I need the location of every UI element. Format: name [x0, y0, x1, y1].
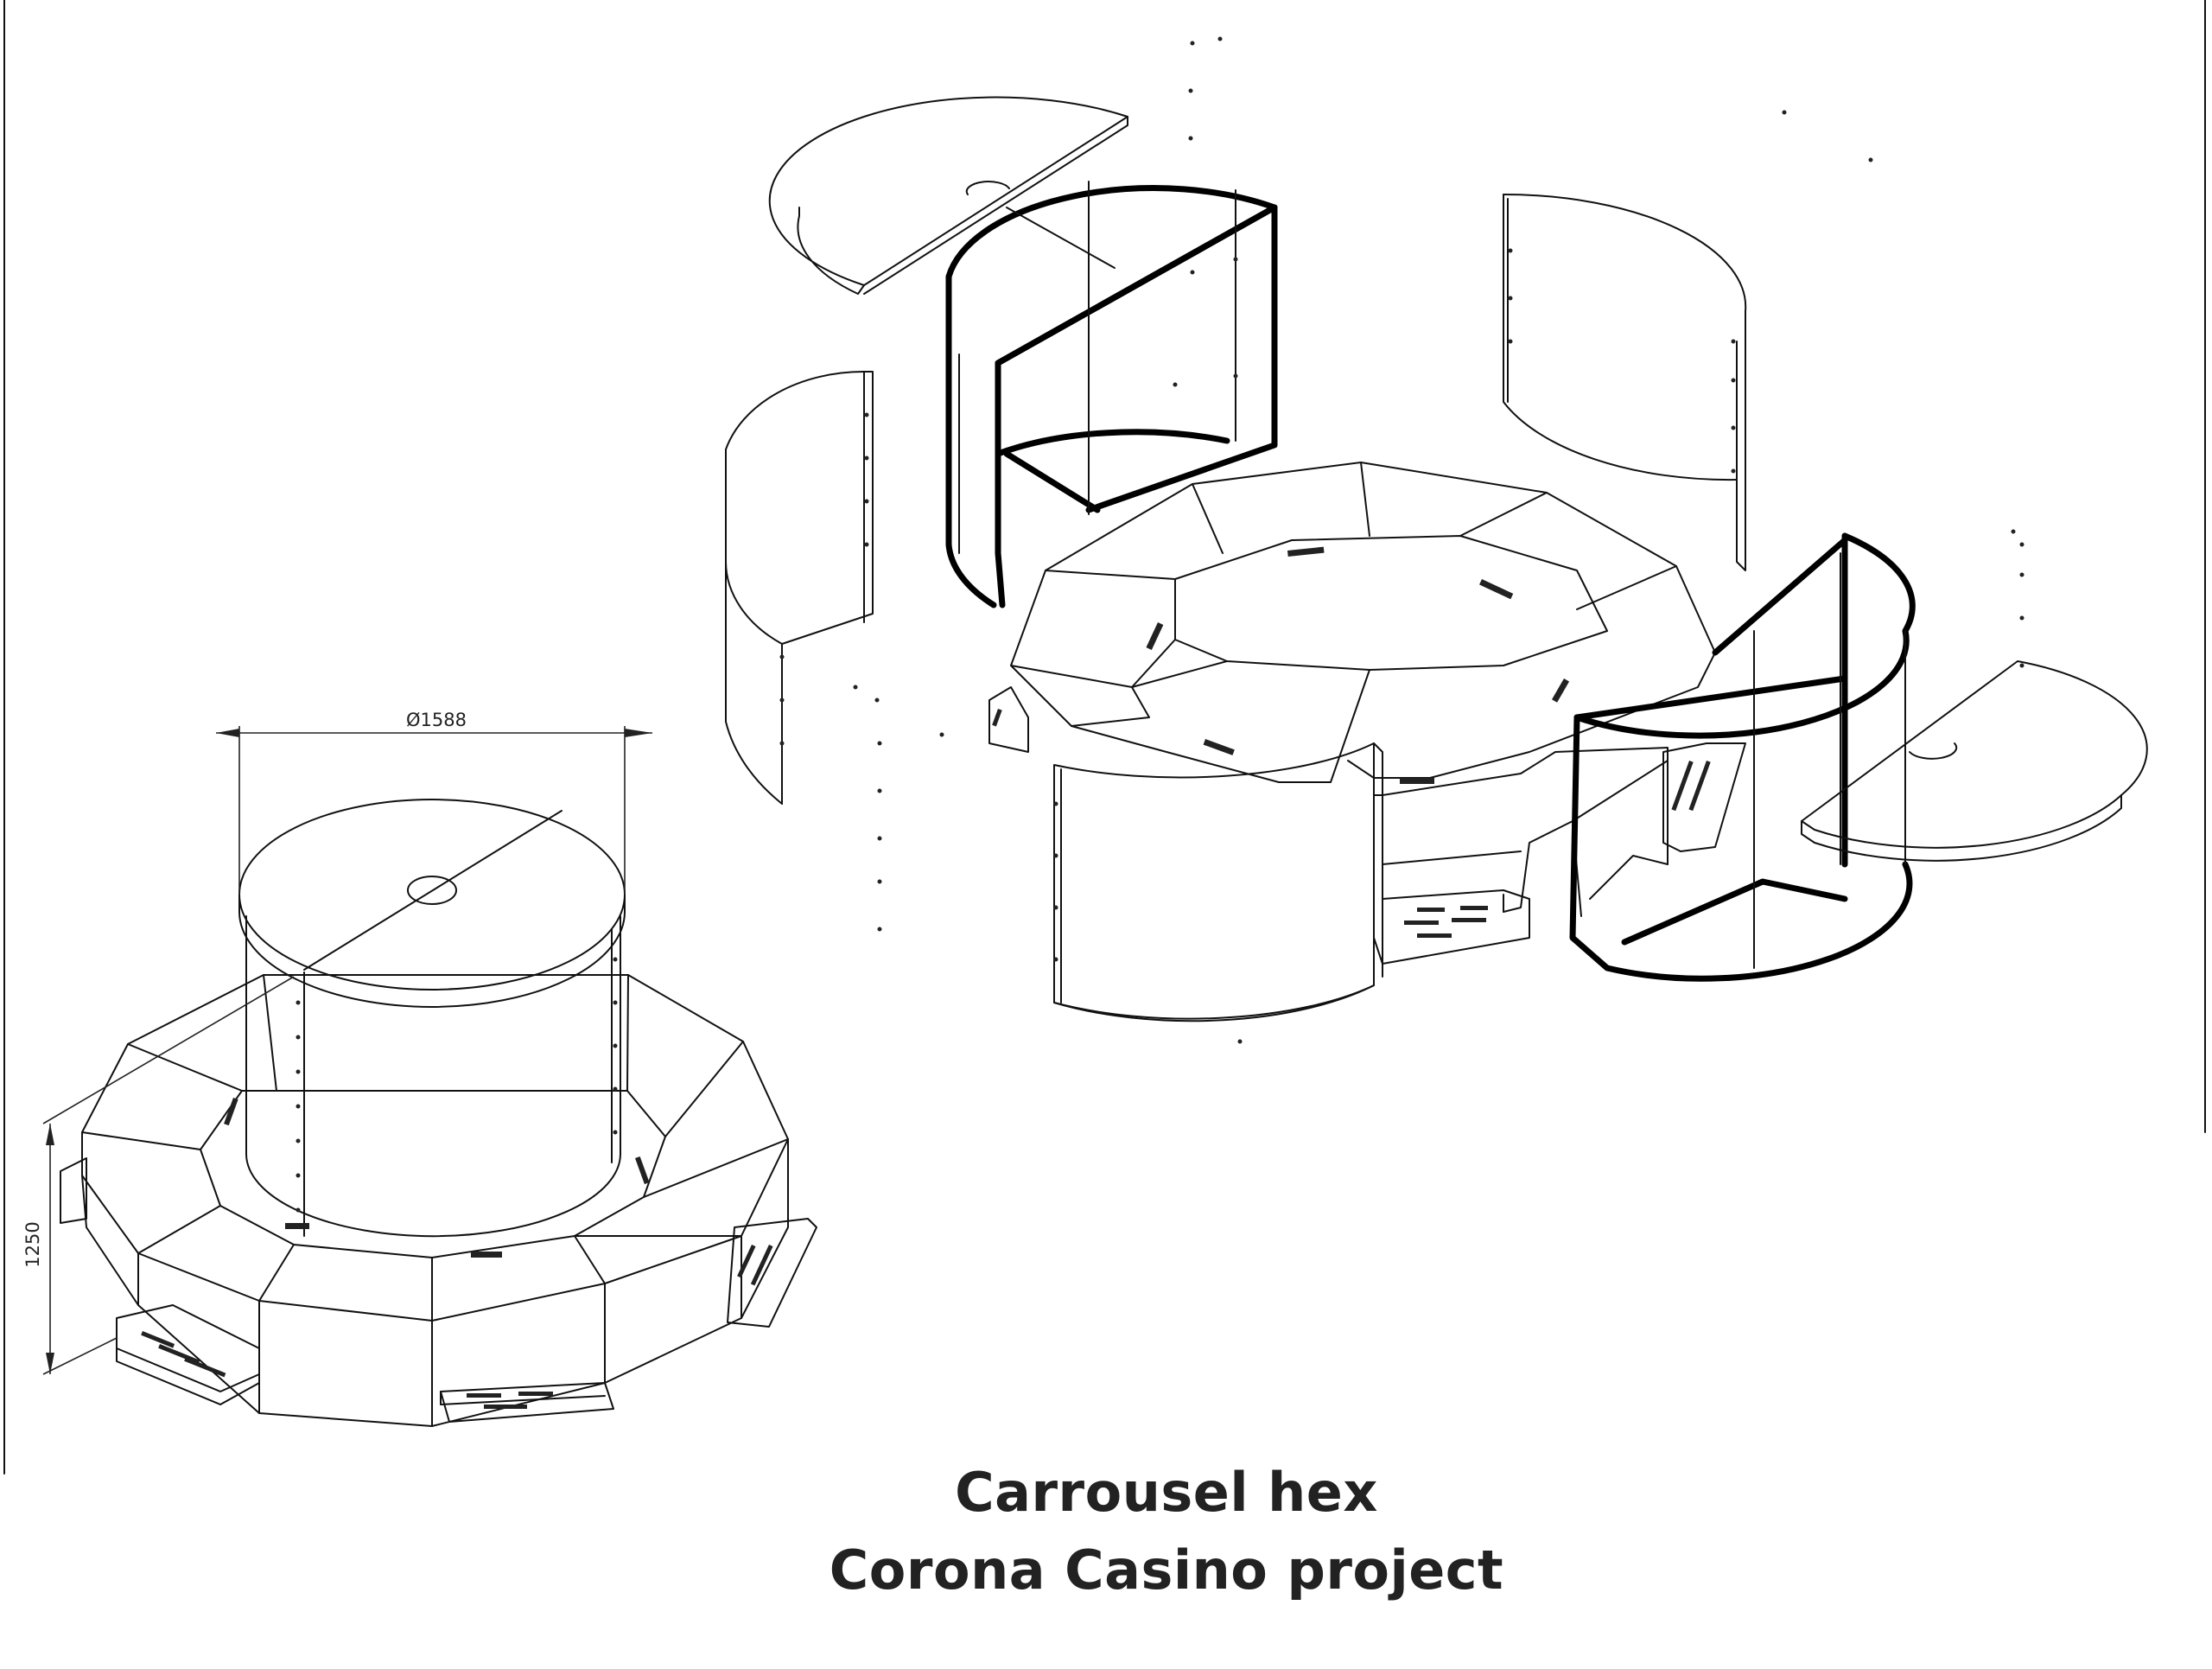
assembled-carrousel: Ø1588 1250 [22, 710, 817, 1427]
height-label: 1250 [22, 1221, 43, 1267]
side-panel-right [1503, 194, 1747, 571]
lid-center-hole [407, 876, 457, 905]
lid-half-left [768, 96, 1128, 286]
cylinder-lid-top [238, 799, 626, 991]
dimension-height: 1250 [22, 976, 295, 1375]
fastener-dots [779, 36, 2024, 1044]
title-line-1: Carrousel hex [955, 1461, 1378, 1524]
center-cylinder [224, 799, 650, 1258]
steps [60, 1157, 817, 1423]
side-panel-left [725, 370, 874, 805]
title-line-2: Corona Casino project [829, 1538, 1504, 1602]
exploded-view [725, 36, 2148, 1044]
sheet-border [3, 0, 2206, 1475]
bench-segment-lines [81, 974, 789, 1322]
main-body [988, 462, 1746, 1022]
frame-right [1569, 532, 1916, 982]
dimension-diameter: Ø1588 [216, 710, 652, 895]
rivets [296, 957, 618, 1213]
frame-left [945, 181, 1278, 608]
bench-top-inner [200, 1090, 666, 1258]
lid-half-right [1801, 660, 2148, 849]
diameter-label: Ø1588 [406, 710, 467, 730]
